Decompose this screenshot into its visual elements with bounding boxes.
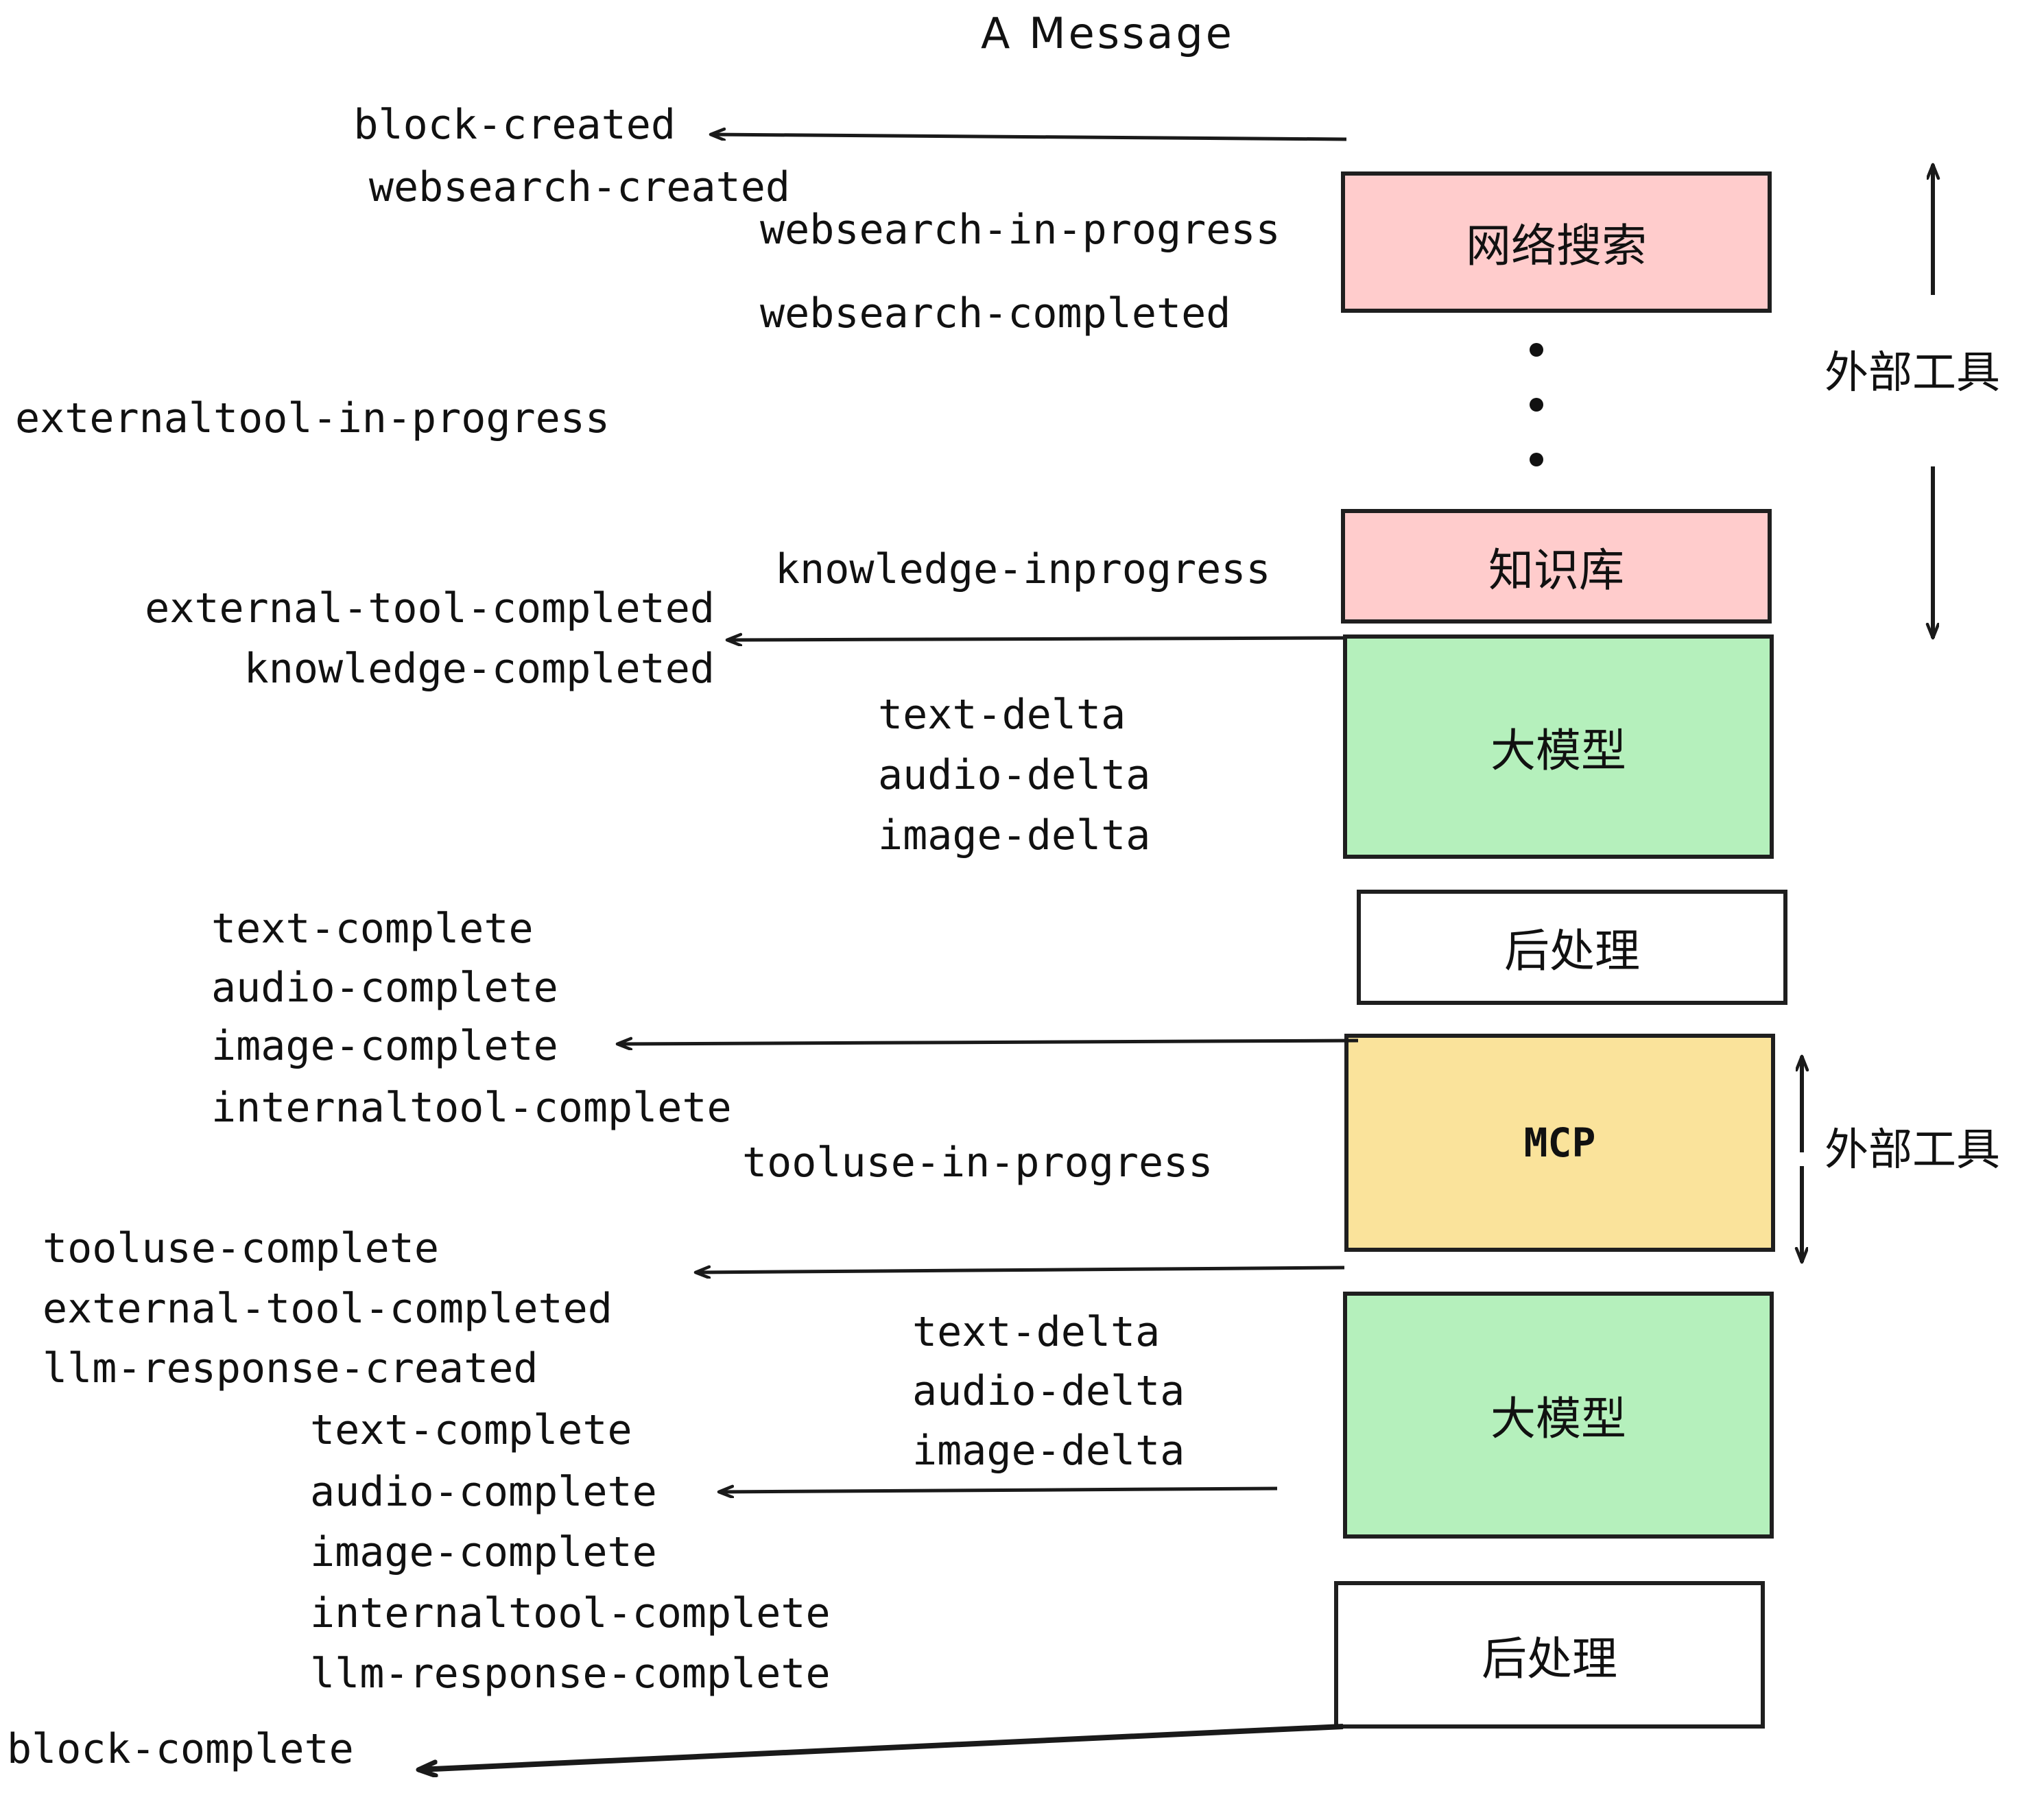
event-websearch-created: websearch-created <box>368 163 790 211</box>
event-image-delta-1: image-delta <box>878 811 1151 859</box>
event-text-delta-1: text-delta <box>878 691 1126 739</box>
event-knowledge-inprogress: knowledge-inprogress <box>775 545 1271 593</box>
box-llm-1-label: 大模型 <box>1490 724 1626 777</box>
arrow-block-complete <box>418 1724 1344 1770</box>
box-llm-2-label: 大模型 <box>1490 1392 1626 1445</box>
event-internaltool-complete-1: internaltool-complete <box>211 1084 732 1132</box>
box-postprocess-1: 后处理 <box>1357 890 1787 1005</box>
arrow-block-created <box>711 134 1347 141</box>
box-websearch-label: 网络搜索 <box>1466 219 1647 272</box>
dot-2 <box>1530 398 1543 412</box>
event-block-created: block-created <box>353 101 676 149</box>
event-tooluse-in-progress: tooluse-in-progress <box>742 1139 1213 1187</box>
event-audio-complete-1: audio-complete <box>211 964 558 1012</box>
event-image-delta-2: image-delta <box>912 1427 1185 1475</box>
event-text-complete-1: text-complete <box>211 905 534 953</box>
event-internaltool-complete-2: internaltool-complete <box>310 1589 831 1637</box>
event-image-complete-1: image-complete <box>211 1022 558 1070</box>
event-block-complete: block-complete <box>7 1725 354 1773</box>
event-image-complete-2: image-complete <box>310 1528 657 1576</box>
arrow-audio-complete-2 <box>719 1488 1278 1492</box>
box-websearch: 网络搜索 <box>1341 171 1772 313</box>
box-knowledge-label: 知识库 <box>1488 543 1624 597</box>
event-websearch-in-progress: websearch-in-progress <box>760 206 1281 254</box>
external-tools-label-bottom: 外部工具 <box>1825 1125 2000 1176</box>
event-knowledge-completed: knowledge-completed <box>243 645 715 693</box>
page-title: A Message <box>981 8 1235 58</box>
box-knowledge: 知识库 <box>1341 509 1772 624</box>
event-text-complete-2: text-complete <box>310 1406 632 1454</box>
event-externaltool-in-progress: externaltool-in-progress <box>15 394 610 442</box>
box-postprocess-2: 后处理 <box>1334 1581 1765 1729</box>
event-audio-complete-2: audio-complete <box>310 1468 657 1516</box>
event-websearch-completed: websearch-completed <box>760 289 1231 337</box>
box-postprocess-2-label: 后处理 <box>1482 1632 1617 1685</box>
arrow-knowledge-completed <box>727 638 1344 640</box>
dot-1 <box>1530 343 1543 357</box>
dot-3 <box>1530 453 1543 466</box>
event-external-tool-completed-2: external-tool-completed <box>43 1285 613 1333</box>
external-tools-label-top: 外部工具 <box>1825 348 2000 399</box>
event-llm-response-created: llm-response-created <box>43 1344 538 1392</box>
event-audio-delta-1: audio-delta <box>878 751 1151 799</box>
arrow-tooluse-complete <box>696 1268 1345 1272</box>
box-llm-2: 大模型 <box>1343 1292 1774 1539</box>
event-llm-response-complete: llm-response-complete <box>310 1650 831 1698</box>
box-mcp: MCP <box>1344 1034 1775 1252</box>
arrow-image-complete-1 <box>617 1041 1359 1044</box>
event-audio-delta-2: audio-delta <box>912 1367 1185 1415</box>
event-external-tool-completed-1: external-tool-completed <box>145 584 715 632</box>
event-tooluse-complete: tooluse-complete <box>43 1224 439 1272</box>
box-mcp-label: MCP <box>1523 1119 1596 1166</box>
box-llm-1: 大模型 <box>1343 634 1774 859</box>
event-text-delta-2: text-delta <box>912 1308 1161 1356</box>
box-postprocess-1-label: 后处理 <box>1504 925 1640 977</box>
ellipsis-vertical <box>1530 343 1543 466</box>
